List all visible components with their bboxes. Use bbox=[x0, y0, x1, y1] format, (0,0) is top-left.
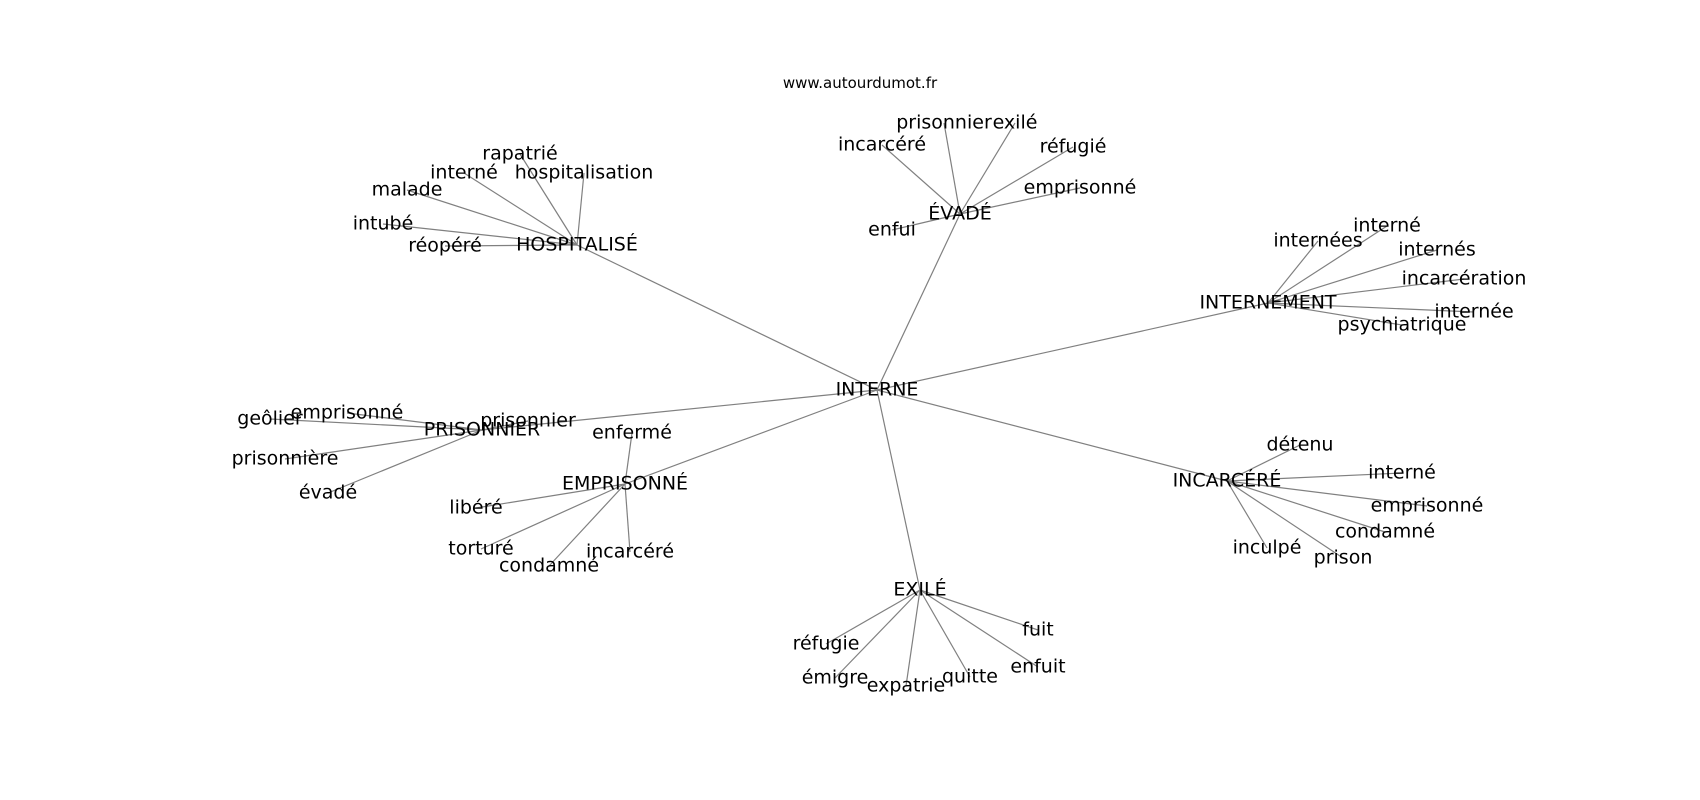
edge-emprisonne-to-enferme bbox=[624, 432, 633, 485]
leaf-node-interne[interactable]: interné bbox=[1353, 215, 1421, 237]
leaf-node-fuit[interactable]: fuit bbox=[1022, 619, 1053, 641]
edge-hospitalise-to-intube bbox=[382, 223, 578, 246]
hub-node-evade[interactable]: ÉVADÉ bbox=[928, 202, 991, 225]
edge-center-to-emprisonne bbox=[624, 389, 878, 485]
leaf-node-internes[interactable]: internés bbox=[1398, 239, 1476, 261]
edge-incarcere-to-detenu bbox=[1226, 444, 1301, 482]
edge-evade-to-enfui bbox=[891, 213, 961, 231]
edge-evade-to-incarcere bbox=[881, 144, 961, 215]
edge-center-to-evade bbox=[876, 213, 961, 391]
leaf-node-reopere[interactable]: réopéré bbox=[408, 235, 482, 257]
leaf-node-incarcere[interactable]: incarcéré bbox=[838, 134, 926, 156]
edge-evade-to-refugie bbox=[959, 146, 1074, 215]
edge-evade-to-prisonnier bbox=[943, 122, 961, 215]
edge-hospitalise-to-malade bbox=[406, 189, 578, 246]
edge-internement-to-internee bbox=[1267, 302, 1475, 313]
hub-node-exile[interactable]: EXILÉ bbox=[893, 578, 946, 601]
edge-hospitalise-to-hospitalisation bbox=[576, 172, 585, 246]
edge-prisonnier-to-prisonniere bbox=[284, 429, 483, 460]
leaf-node-rapatrie[interactable]: rapatrié bbox=[482, 143, 557, 165]
leaf-node-intube[interactable]: intubé bbox=[353, 213, 414, 235]
edge-center-to-incarcere bbox=[876, 389, 1228, 482]
leaf-node-emprisonne[interactable]: emprisonné bbox=[1024, 177, 1137, 199]
leaf-node-hospitalisation[interactable]: hospitalisation bbox=[515, 162, 654, 184]
edge-center-to-hospitalise bbox=[576, 244, 878, 391]
edge-internement-to-internees bbox=[1267, 240, 1319, 304]
leaf-node-incarceration[interactable]: incarcération bbox=[1402, 268, 1527, 290]
edge-incarcere-to-emprisonne bbox=[1226, 480, 1428, 507]
edge-exile-to-refugie bbox=[825, 589, 921, 645]
leaf-node-emprisonne[interactable]: emprisonné bbox=[291, 402, 404, 424]
leaf-node-emigre[interactable]: émigre bbox=[802, 667, 869, 689]
leaf-node-malade[interactable]: malade bbox=[372, 179, 443, 201]
edge-hospitalise-to-rapatrie bbox=[519, 153, 578, 246]
edge-internement-to-interne bbox=[1267, 225, 1388, 304]
leaf-node-incarcere[interactable]: incarcéré bbox=[586, 541, 674, 563]
edge-exile-to-expatrie bbox=[905, 589, 921, 687]
edge-center-to-prisonnier bbox=[481, 389, 878, 431]
edge-evade-to-exile bbox=[959, 122, 1016, 215]
edge-center-to-internement bbox=[876, 302, 1269, 391]
leaf-node-refugie[interactable]: réfugié bbox=[1040, 136, 1107, 158]
edge-incarcere-to-inculpe bbox=[1226, 480, 1268, 549]
leaf-node-refugie[interactable]: réfugie bbox=[793, 633, 860, 655]
leaf-node-condamne[interactable]: condamné bbox=[1335, 521, 1435, 543]
edge-emprisonne-to-condamne bbox=[548, 483, 626, 567]
hub-node-hospitalise[interactable]: HOSPITALISÉ bbox=[516, 233, 638, 256]
leaf-node-inculpe[interactable]: inculpé bbox=[1233, 537, 1302, 559]
edge-center-to-exile bbox=[876, 389, 921, 591]
leaf-node-prisonniere[interactable]: prisonnière bbox=[232, 448, 339, 470]
leaf-node-enferme[interactable]: enfermé bbox=[592, 422, 672, 444]
edge-prisonnier-to-emprisonne bbox=[346, 412, 483, 431]
leaf-node-prisonnier[interactable]: prisonnier bbox=[480, 410, 576, 432]
leaf-node-internees[interactable]: internées bbox=[1273, 230, 1362, 252]
edge-prisonnier-to-prisonnier bbox=[481, 420, 529, 431]
leaf-node-torture[interactable]: torturé bbox=[448, 538, 513, 560]
leaf-node-psychiatrique[interactable]: psychiatrique bbox=[1338, 314, 1467, 336]
hub-node-prisonnier[interactable]: PRISONNIER bbox=[424, 419, 541, 441]
edge-hospitalise-to-interne bbox=[463, 172, 578, 246]
edge-prisonnier-to-geolier bbox=[269, 418, 483, 431]
edge-emprisonne-to-incarcere bbox=[624, 483, 631, 553]
leaf-node-evade[interactable]: évadé bbox=[299, 482, 357, 504]
edge-incarcere-to-prison bbox=[1226, 480, 1344, 559]
edge-incarcere-to-condamne bbox=[1226, 480, 1386, 533]
edge-emprisonne-to-libere bbox=[475, 483, 626, 509]
edge-evade-to-emprisonne bbox=[959, 187, 1081, 215]
edge-exile-to-fuit bbox=[919, 589, 1039, 631]
leaf-node-interne[interactable]: interné bbox=[430, 162, 498, 184]
graph-edges bbox=[269, 122, 1475, 687]
edge-internement-to-internes bbox=[1267, 249, 1438, 304]
edge-internement-to-psychiatrique bbox=[1267, 302, 1403, 326]
edge-exile-to-quitte bbox=[919, 589, 971, 678]
hub-node-incarcere[interactable]: INCARCÉRÉ bbox=[1173, 469, 1282, 492]
leaf-node-interne[interactable]: interné bbox=[1368, 462, 1436, 484]
leaf-node-libere[interactable]: libéré bbox=[449, 497, 502, 519]
edge-exile-to-emigre bbox=[834, 589, 921, 679]
site-watermark: www.autourdumot.fr bbox=[783, 74, 938, 92]
edge-hospitalise-to-reopere bbox=[444, 244, 578, 247]
edge-prisonnier-to-evade bbox=[327, 429, 483, 494]
leaf-node-prison[interactable]: prison bbox=[1314, 547, 1373, 569]
leaf-node-condamne[interactable]: condamné bbox=[499, 555, 599, 577]
leaf-node-geolier[interactable]: geôlier bbox=[237, 408, 303, 430]
leaf-node-prisonnier[interactable]: prisonnier bbox=[896, 112, 992, 134]
edge-incarcere-to-interne bbox=[1226, 472, 1403, 482]
leaf-node-enfui[interactable]: enfui bbox=[868, 219, 916, 241]
leaf-node-expatrie[interactable]: expatrie bbox=[867, 675, 946, 697]
leaf-node-quitte[interactable]: quitte bbox=[942, 666, 998, 688]
hub-node-emprisonne[interactable]: EMPRISONNÉ bbox=[562, 472, 688, 495]
edge-exile-to-enfuit bbox=[919, 589, 1039, 668]
leaf-node-internee[interactable]: internée bbox=[1434, 301, 1513, 323]
leaf-node-emprisonne[interactable]: emprisonné bbox=[1371, 495, 1484, 517]
leaf-node-exile[interactable]: exilé bbox=[993, 112, 1038, 134]
edge-emprisonne-to-torture bbox=[480, 483, 626, 550]
edge-internement-to-incarceration bbox=[1267, 278, 1465, 304]
hub-node-internement[interactable]: INTERNEMENT bbox=[1199, 292, 1336, 314]
leaf-node-detenu[interactable]: détenu bbox=[1267, 434, 1334, 456]
leaf-node-enfuit[interactable]: enfuit bbox=[1010, 656, 1065, 678]
center-node-interne[interactable]: INTERNE bbox=[836, 379, 919, 401]
